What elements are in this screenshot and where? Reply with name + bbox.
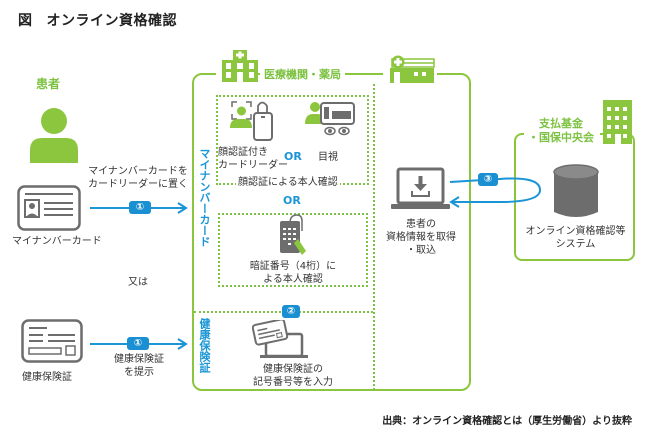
facility-label: 医療機関・薬局 <box>260 66 345 82</box>
face-reader-label-line-2: カードリーダー <box>218 160 288 171</box>
step-3-exchange-arrow <box>449 177 542 208</box>
step-1-badge-insurance: ① <box>127 337 149 350</box>
facility-divider <box>373 84 375 390</box>
visual-check-label: 目視 <box>318 152 338 163</box>
face-reader-label: 顔認証付き カードリーダー <box>218 146 288 172</box>
step-3-badge: ③ <box>478 173 498 186</box>
insurance-input-label-line-1: 健康保険証の <box>263 364 323 375</box>
visual-check-icon <box>305 102 355 136</box>
source-citation: 出典：オンライン資格確認とは（厚生労働省）より抜粋 <box>382 416 632 427</box>
patient-label: 患者 <box>36 77 61 91</box>
fund-label: 支払基金 ・国保中央会 <box>528 117 594 145</box>
fetch-label: 患者の 資格情報を取得 ・取込 <box>386 218 456 257</box>
fetch-label-line-1: 患者の <box>406 219 436 230</box>
insurance-action-line-1: 健康保険証 <box>114 354 164 365</box>
fetch-label-line-3: ・取込 <box>406 245 436 256</box>
mynumber-action-line-2: カードリーダーに置く <box>88 179 188 190</box>
face-reader-label-line-1: 顔認証付き <box>218 147 268 158</box>
insurance-input-label: 健康保険証の 記号番号等を入力 <box>238 363 348 389</box>
figure-prefix: 図 <box>18 13 33 29</box>
pin-label-line-2: よる本人確認 <box>263 274 323 285</box>
pharmacy-icon <box>390 55 435 83</box>
system-label-line-1: オンライン資格確認等 <box>525 226 626 237</box>
face-confirm-label: 顔認証による本人確認 <box>236 176 340 189</box>
fund-building-icon <box>603 100 632 144</box>
insurance-laptop-icon <box>252 320 308 358</box>
patient-person-icon <box>30 108 78 163</box>
figure-title: 図オンライン資格確認 <box>18 10 177 30</box>
fetch-label-line-2: 資格情報を取得 <box>386 232 456 243</box>
system-label: オンライン資格確認等 システム <box>518 225 633 251</box>
figure-title-text: オンライン資格確認 <box>46 13 177 29</box>
mynumber-action-line-1: マイナンバーカードを <box>88 166 188 177</box>
mynumber-vertical-label: マイナンバーカード <box>198 148 211 247</box>
system-label-line-2: システム <box>555 239 596 250</box>
or-label-1: OR <box>284 150 302 163</box>
insurance-card-label: 健康保険証 <box>22 372 72 383</box>
insurance-action-line-2: を提示 <box>124 367 154 378</box>
insurance-input-label-line-2: 記号番号等を入力 <box>253 377 333 388</box>
step-1-badge-mynumber: ① <box>129 201 151 214</box>
mynumber-card-icon <box>17 185 81 231</box>
or-label-2: OR <box>283 194 301 207</box>
step-2-badge: ② <box>282 305 300 318</box>
pin-keypad-icon <box>280 214 306 255</box>
mynumber-action-text: マイナンバーカードを カードリーダーに置く <box>88 165 188 191</box>
pin-label-line-1: 暗証番号（4桁）に <box>249 261 337 272</box>
database-icon <box>553 164 599 217</box>
hospital-building-icon <box>222 50 258 82</box>
download-laptop-icon <box>391 167 450 209</box>
fund-label-line-2: ・国保中央会 <box>528 131 594 144</box>
or-label-patient: 又は <box>128 277 148 288</box>
insurance-action-text: 健康保険証 を提示 <box>104 353 174 379</box>
fund-label-line-1: 支払基金 <box>539 117 583 130</box>
mynumber-card-label: マイナンバーカード <box>12 236 102 247</box>
face-reader-icon <box>230 101 273 141</box>
insurance-card-icon <box>21 319 83 363</box>
insurance-vertical-label: 健康保険証 <box>198 318 211 373</box>
pin-auth-box <box>218 213 368 287</box>
pin-label: 暗証番号（4桁）に よる本人確認 <box>238 260 348 286</box>
